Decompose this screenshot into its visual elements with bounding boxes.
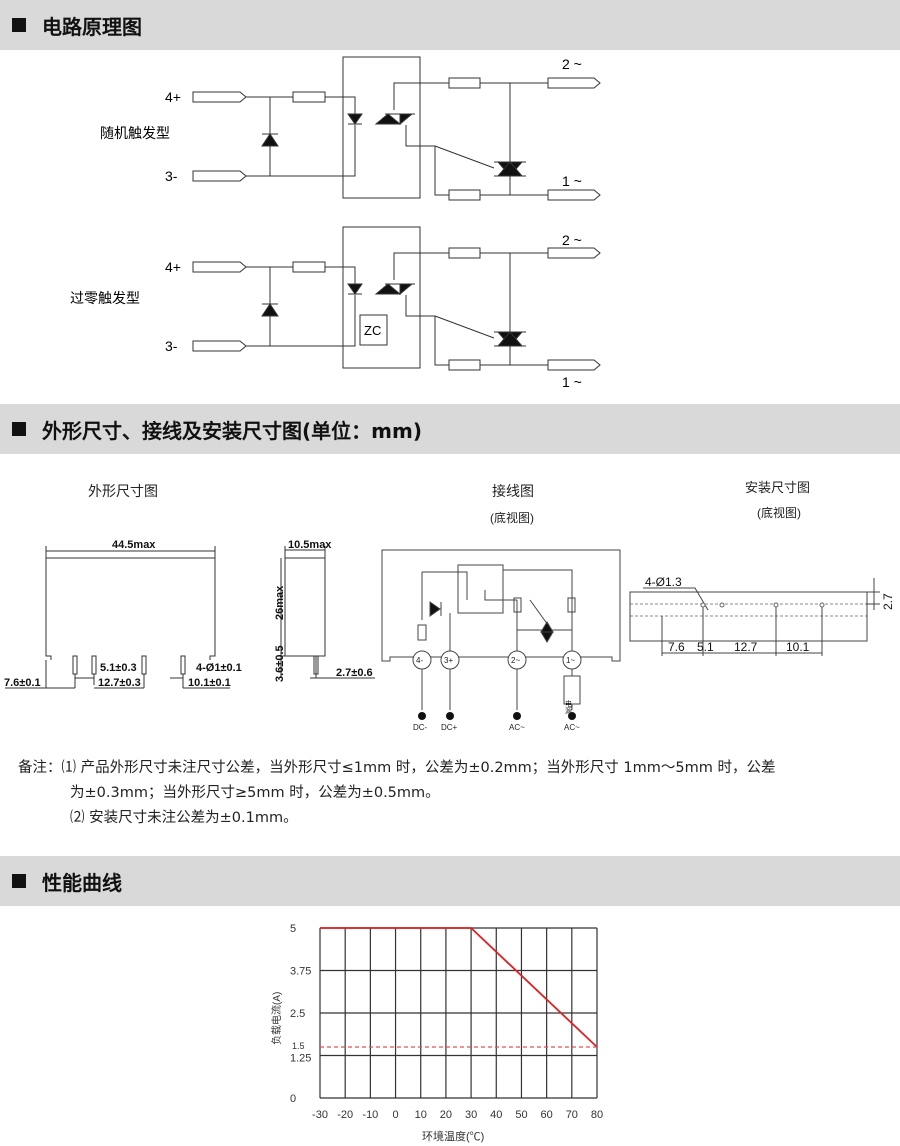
mount-row-dim: 2.7 (881, 593, 895, 610)
mount-dim: 12.7 (734, 640, 758, 654)
x-tick-label: -20 (337, 1109, 353, 1121)
zc-label: ZC (364, 323, 381, 338)
outline-title: 外形尺寸图 (88, 483, 158, 499)
series-label: 1.5 (292, 1041, 305, 1051)
pin-label: 3+ (444, 656, 453, 665)
section-header-dimensions: 外形尺寸、接线及安装尺寸图(单位：mm) (0, 404, 900, 454)
mounting-subtitle: (底视图) (757, 505, 801, 520)
mount-dim: 7.6 (668, 640, 685, 654)
dim-pin-offset: 2.7±0.6 (336, 667, 373, 679)
dimension-drawings: 外形尺寸图 接线图 (底视图) 安装尺寸图 (底视图) 44.5max 10.5… (4, 480, 895, 732)
square-bullet-icon (12, 422, 26, 436)
circuit-type-label: 过零触发型 (70, 290, 140, 306)
square-bullet-icon (12, 874, 26, 888)
x-tick-label: 80 (591, 1109, 603, 1121)
input-neg-label: 3- (165, 338, 178, 354)
dim-pin-diameter: 4-Ø1±0.1 (196, 662, 242, 674)
circuit-type-label: 随机触发型 (100, 125, 170, 141)
pin-label: 2~ (511, 656, 520, 665)
wiring-pins (412, 602, 825, 720)
dim-7-6: 7.6±0.1 (4, 677, 41, 689)
y-tick-label: 0 (290, 1093, 296, 1105)
output-1-label: 1 ~ (562, 173, 582, 189)
x-tick-label: 30 (465, 1109, 477, 1121)
square-bullet-icon (12, 18, 26, 32)
note-1: 备注：⑴ 产品外形尺寸未注尺寸公差，当外形尺寸≤1mm 时，公差为±0.2mm；… (18, 760, 776, 776)
y-tick-label: 3.75 (290, 966, 311, 978)
dim-12-7: 12.7±0.3 (98, 677, 141, 689)
wiring-title: 接线图 (492, 483, 534, 499)
x-tick-label: -10 (362, 1109, 378, 1121)
x-tick-label: -30 (312, 1109, 328, 1121)
wiring-subtitle: (底视图) (490, 510, 534, 525)
terminal-label: AC~ (509, 723, 525, 732)
pin-label: 1~ (566, 656, 575, 665)
zc-box (359, 314, 388, 346)
mount-dim: 5.1 (697, 640, 714, 654)
dim-pin-length: 3.6±0.5 (274, 645, 286, 682)
x-tick-label: 10 (415, 1109, 427, 1121)
mounting-title: 安装尺寸图 (745, 480, 810, 495)
mount-hole-dim: 4-Ø1.3 (645, 575, 682, 589)
input-neg-label: 3- (165, 168, 178, 184)
x-tick-label: 50 (515, 1109, 527, 1121)
section-header-performance: 性能曲线 (0, 856, 900, 906)
section-header-circuit: 电路原理图 (0, 0, 900, 50)
y-axis-label: 负载电流(A) (270, 992, 283, 1045)
dim-depth: 10.5max (288, 539, 332, 551)
pin-label: 4- (416, 656, 423, 665)
note-1-cont: 为±0.3mm；当外形尺寸≥5mm 时，公差为±0.5mm。 (70, 785, 440, 801)
x-tick-label: 40 (490, 1109, 502, 1121)
y-tick-label: 2.5 (290, 1008, 305, 1020)
output-1-label: 1 ~ (562, 374, 582, 390)
x-tick-label: 70 (566, 1109, 578, 1121)
dim-5-1: 5.1±0.3 (100, 662, 137, 674)
note-2: ⑵ 安装尺寸未注公差为±0.1mm。 (70, 810, 298, 826)
y-tick-label: 5 (290, 923, 296, 935)
x-tick-label: 0 (392, 1109, 398, 1121)
power-label: 电源 (565, 699, 573, 715)
circuit-diagrams: ZC 4+ 3- 随机触发型 2 ~ 1 ~ 4+ 3- 过零触发型 2 ~ 1… (70, 56, 601, 390)
output-2-label: 2 ~ (562, 232, 582, 248)
dim-width: 44.5max (112, 539, 156, 551)
x-tick-label: 60 (541, 1109, 553, 1121)
section-title: 外形尺寸、接线及安装尺寸图(单位：mm) (42, 419, 422, 443)
y-tick-label: 1.25 (290, 1053, 311, 1065)
section-title: 电路原理图 (42, 15, 142, 39)
x-tick-label: 20 (440, 1109, 452, 1121)
input-pos-label: 4+ (165, 259, 181, 275)
terminal-label: DC- (413, 723, 428, 732)
mount-dim: 10.1 (786, 640, 810, 654)
output-2-label: 2 ~ (562, 56, 582, 72)
terminal-label: DC+ (441, 723, 458, 732)
x-axis-label: 环境温度(℃) (422, 1129, 484, 1143)
series-line-derating (320, 927, 598, 1048)
input-pos-label: 4+ (165, 89, 181, 105)
section-title: 性能曲线 (42, 871, 122, 895)
dim-height: 26max (274, 585, 286, 620)
terminal-label: AC~ (564, 723, 580, 732)
dim-10-1: 10.1±0.1 (188, 677, 231, 689)
